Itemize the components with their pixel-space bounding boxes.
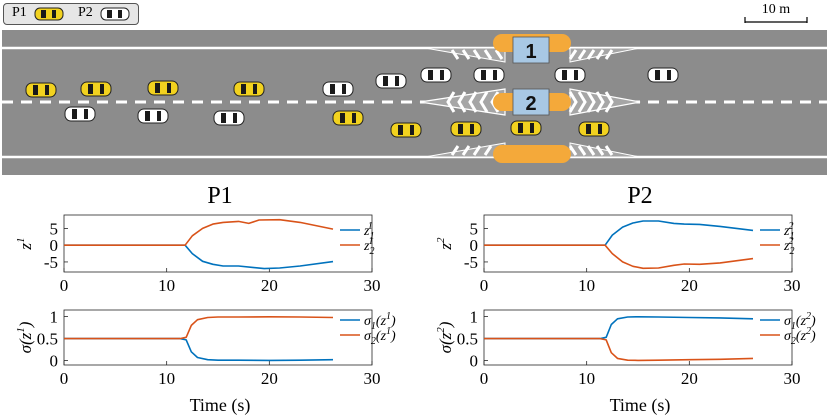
p2-sigma-axes-box <box>483 309 793 366</box>
x-tick-label: 20 <box>261 369 278 388</box>
x-tick-label: 30 <box>364 276 381 295</box>
p1-sigma-axes-box <box>63 309 373 366</box>
lower-taper <box>424 142 641 158</box>
x-tick-label: 30 <box>784 369 801 388</box>
x-tick-label: 10 <box>578 369 595 388</box>
p2-z-series-1-line <box>484 220 754 246</box>
x-tick-label: 0 <box>480 369 489 388</box>
p1-sigma-legend-label: σ2(z1) <box>364 326 396 347</box>
p1-xlabel: Time (s) <box>190 395 251 416</box>
p2-sigma-legend-label: σ2(z2) <box>784 326 816 347</box>
x-tick-label: 20 <box>681 369 698 388</box>
y-tick-label: -5 <box>44 253 58 272</box>
p2-car <box>420 67 452 83</box>
p2-car <box>375 73 407 89</box>
p1-sigma-legend-label: σ1(z1) <box>364 311 396 332</box>
p1-sigma-series-2-line <box>64 316 334 340</box>
p2-z-ylabel: z2 <box>435 237 455 251</box>
y-tick-label: -5 <box>464 253 478 272</box>
scale-bar <box>744 17 808 23</box>
p1-car <box>578 121 610 137</box>
p1-panel-title: P1 <box>207 183 232 209</box>
p1-z-ylabel: z1 <box>15 237 35 250</box>
x-tick-label: 20 <box>681 276 698 295</box>
p2-car <box>473 67 505 83</box>
p2-car <box>322 81 354 97</box>
p2-z-axes-box <box>483 214 793 273</box>
p2-sigma-series-2-line <box>484 337 754 362</box>
legend-p2-car-icon <box>100 7 130 21</box>
p2-z-legend-label: z22 <box>783 236 794 257</box>
x-tick-label: 30 <box>364 369 381 388</box>
p1-sigma-plot: 0 10 20 30 1 0.5 0 σ(z1) σ1(z1)σ2(z1) <box>15 308 396 388</box>
p2-panel-title: P2 <box>627 183 652 209</box>
upper-taper <box>424 47 641 63</box>
p2-car <box>64 106 96 122</box>
x-tick-label: 30 <box>784 276 801 295</box>
gate-2: 2 <box>512 88 550 116</box>
x-tick-label: 0 <box>60 276 69 295</box>
x-tick-label: 20 <box>261 276 278 295</box>
p1-sigma-ylabel: σ(z1) <box>15 321 35 353</box>
y-tick-label: 1 <box>50 308 59 327</box>
x-tick-label: 10 <box>158 276 175 295</box>
p2-car <box>213 110 245 126</box>
p1-z-series-2-line <box>64 218 334 246</box>
legend-p1-car-icon <box>34 7 64 21</box>
p2-sigma-ylabel: σ(z2) <box>435 321 455 353</box>
gate-1: 1 <box>512 36 550 64</box>
y-tick-label: 0.5 <box>37 330 58 349</box>
x-tick-label: 10 <box>578 276 595 295</box>
p2-sigma-plot: 0 10 20 30 1 0.5 0 σ(z2) σ1(z2)σ2(z2) <box>435 308 816 388</box>
p2-z-legend-label: z12 <box>783 221 794 242</box>
p1-car <box>80 81 112 97</box>
p1-car <box>25 82 57 98</box>
p1-car <box>450 121 482 137</box>
p2-xlabel: Time (s) <box>610 395 671 416</box>
p1-z-legend-label: z11 <box>363 221 374 242</box>
y-tick-label: 0 <box>50 352 59 371</box>
y-tick-label: 0 <box>50 236 59 255</box>
y-tick-label: 5 <box>470 219 479 238</box>
x-tick-label: 10 <box>158 369 175 388</box>
y-tick-label: 0 <box>470 236 479 255</box>
car-legend: P1 P2 <box>3 3 139 25</box>
p2-car <box>554 67 586 83</box>
y-tick-label: 0 <box>470 352 479 371</box>
y-tick-label: 0.5 <box>457 330 478 349</box>
y-tick-label: 5 <box>50 219 59 238</box>
scale-bar-label: 10 m <box>761 2 791 17</box>
x-tick-label: 0 <box>480 276 489 295</box>
lower-barrier <box>493 145 571 163</box>
p1-sigma-series-1-line <box>64 337 334 362</box>
p1-car <box>233 81 265 97</box>
gate-2-label: 2 <box>525 93 536 115</box>
p2-sigma-series-1-line <box>484 316 754 340</box>
p1-car <box>147 80 179 96</box>
middle-taper <box>419 88 641 116</box>
p1-car <box>390 122 422 138</box>
gate-1-label: 1 <box>525 41 536 63</box>
y-tick-label: 1 <box>470 308 479 327</box>
legend-p1-label: P1 <box>12 5 27 20</box>
p1-z-axes-box <box>63 214 373 273</box>
p1-z-series-1-line <box>64 244 334 270</box>
p1-z-legend-label: z21 <box>363 236 374 257</box>
p2-car <box>647 67 679 83</box>
p1-car <box>510 120 542 136</box>
legend-p2-label: P2 <box>78 5 93 20</box>
p2-z-series-2-line <box>484 244 754 270</box>
p2-car <box>137 108 169 124</box>
p2-sigma-legend-label: σ1(z2) <box>784 311 816 332</box>
x-tick-label: 0 <box>60 369 69 388</box>
p1-car <box>332 110 364 126</box>
road-scene: 12 <box>2 30 827 175</box>
